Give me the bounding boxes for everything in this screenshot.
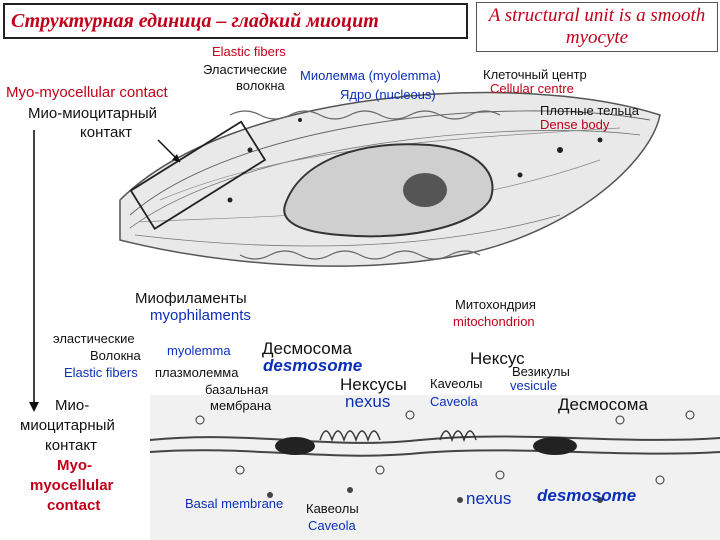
label-side-ru-3: контакт — [45, 437, 98, 454]
title-english: A structural unit is a smooth myocyte — [476, 2, 718, 52]
label-myofilaments-en: myophilaments — [150, 307, 251, 324]
label-nexus-en: nexus — [345, 392, 391, 411]
label-nucleus: Ядро (nucleous) — [340, 87, 436, 102]
label-caveola-en: Caveola — [430, 394, 478, 409]
label-contact-en: Myo-myocellular contact — [6, 84, 168, 101]
label-elastic-fibers-en: Elastic fibers — [212, 44, 286, 59]
label-side-ru-2: миоцитарный — [20, 417, 115, 434]
label-caveola2-ru: Кавеолы — [306, 501, 359, 516]
label-caveola-ru: Каveолы — [430, 376, 483, 391]
smooth-myocyte-drawing — [119, 91, 661, 267]
label-cell-centre-en: Cellular centre — [490, 81, 574, 96]
label-mitochondria-ru: Митохондрия — [455, 297, 536, 312]
label-elastic-fibers-ru-2: волокна — [236, 78, 285, 93]
label-desmosome2-en: desmosome — [537, 486, 637, 505]
label-caveola2-en: Caveola — [308, 518, 356, 533]
label-myolemma-en: myolemma — [167, 343, 231, 358]
label-elastic-en: Elastic fibers — [64, 365, 138, 380]
label-side-en-3: contact — [47, 497, 101, 514]
label-side-ru-1: Мио- — [55, 397, 90, 414]
label-contact-ru-2: контакт — [80, 124, 133, 141]
label-desmosome2-ru: Десмосома — [558, 395, 648, 414]
label-plasmolemma-ru: плазмолемма — [155, 365, 239, 380]
label-basal-membrane-en: Basal membrane — [185, 496, 284, 511]
label-dense-body-ru: Плотные тельца — [540, 103, 639, 118]
label-elastic-ru-1: эластические — [53, 331, 135, 346]
title-russian: Структурная единица – гладкий миоцит — [3, 3, 468, 39]
label-basal-ru-1: базальная — [205, 382, 269, 397]
label-vesicles-en: vesicule — [510, 378, 557, 393]
label-contact-ru-1: Мио-миоцитарный — [28, 105, 158, 122]
label-nexus2-ru: Нексус — [470, 349, 525, 368]
label-cell-centre-ru: Клеточный центр — [483, 67, 587, 82]
label-myolemma: Миолемма (myolemma) — [300, 68, 441, 83]
label-elastic-ru-2: Волокна — [90, 348, 141, 363]
label-side-en-2: myocellular — [30, 477, 114, 494]
membrane-detail-drawing — [149, 395, 720, 540]
label-myofilaments-ru: Миофиламенты — [135, 290, 247, 307]
label-dense-body-en: Dense body — [540, 117, 610, 132]
label-elastic-fibers-ru-1: Эластические — [203, 62, 288, 77]
label-desmosome-ru: Десмосома — [262, 339, 352, 358]
label-nexus-ru: Нексусы — [340, 375, 407, 394]
label-desmosome-en: desmosome — [263, 356, 363, 375]
label-vesicles-ru: Везикулы — [512, 364, 570, 379]
label-side-en-1: Myo- — [57, 457, 92, 474]
label-nexus2-en: nexus — [466, 489, 512, 508]
label-mitochondria-en: mitochondrion — [453, 314, 535, 329]
label-basal-ru-2: мембрана — [210, 398, 272, 413]
